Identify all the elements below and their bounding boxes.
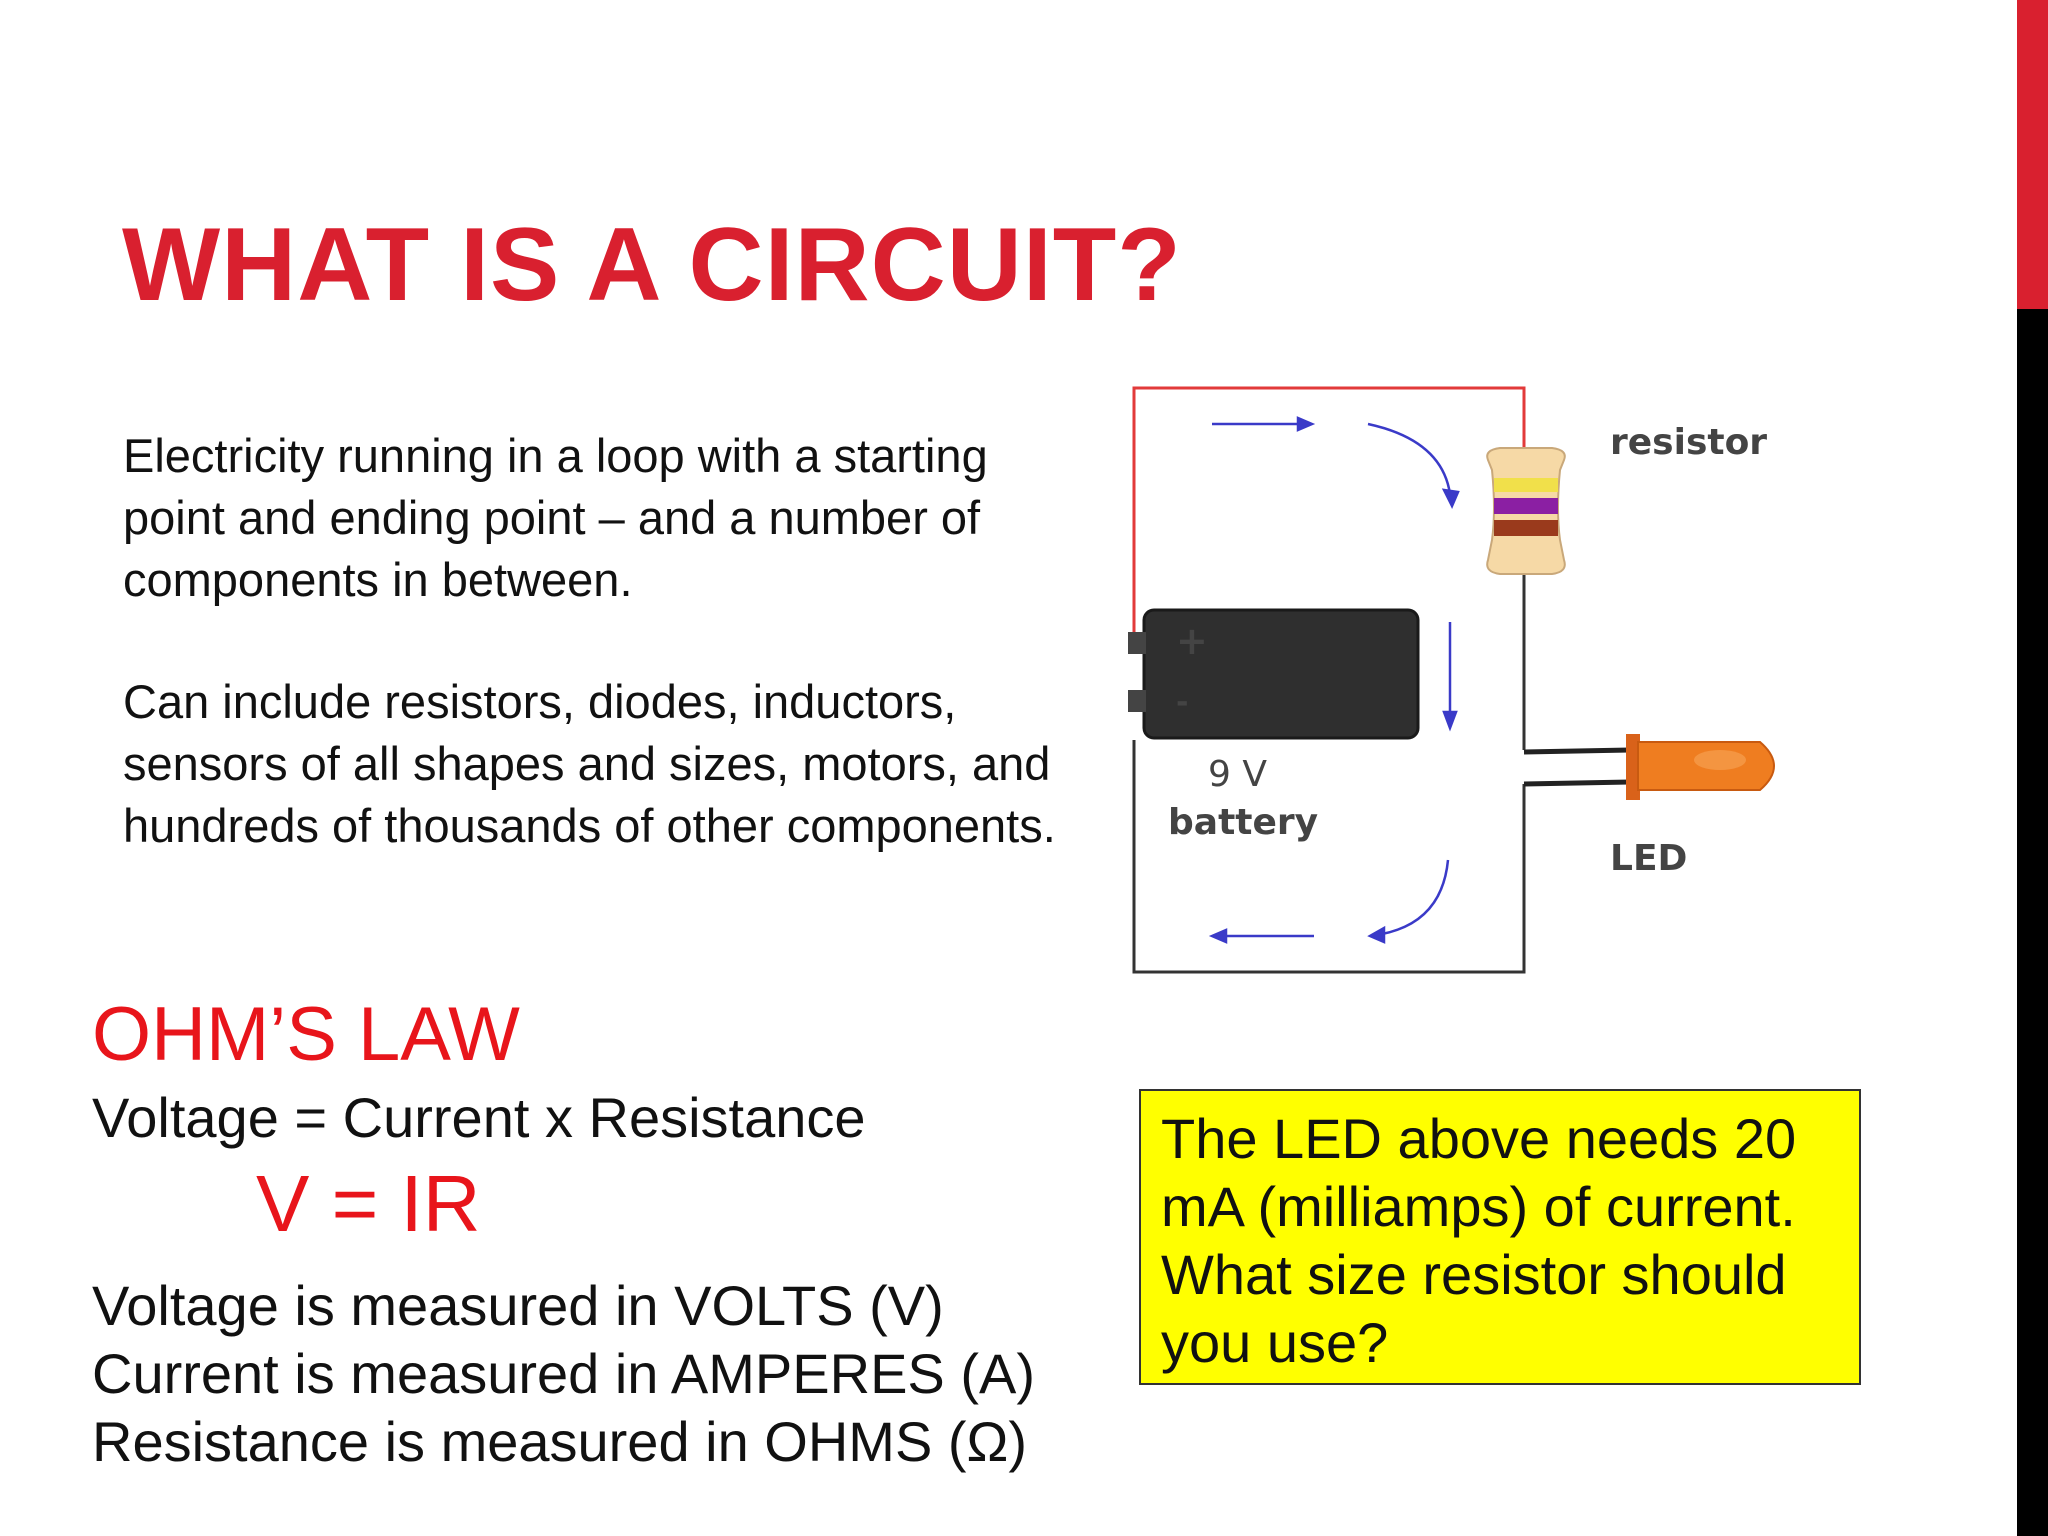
- side-accent-bar-red: [2017, 0, 2048, 309]
- led-lead-2: [1523, 779, 1631, 787]
- side-accent-bar-black: [2017, 309, 2048, 1536]
- arrow-head-icon: [1442, 710, 1458, 732]
- slide-title: WHAT IS A CIRCUIT?: [122, 207, 1182, 323]
- arrow-head-icon: [1367, 925, 1386, 944]
- ohms-law-heading: OHM’S LAW: [92, 992, 520, 1077]
- arrow-head-icon: [1441, 488, 1460, 509]
- led-icon: [1626, 734, 1775, 800]
- ohms-law-formula: V = IR: [256, 1159, 481, 1248]
- arrow-head-icon: [1208, 928, 1228, 944]
- arrow-icon: [1381, 859, 1450, 936]
- question-callout: The LED above needs 20 mA (milliamps) of…: [1139, 1089, 1861, 1385]
- led-label: LED: [1610, 838, 1687, 879]
- circuit-definition-paragraph: Electricity running in a loop with a sta…: [123, 429, 988, 606]
- battery-plus-label: +: [1176, 619, 1208, 663]
- red-wire: [1132, 386, 1526, 640]
- battery-label: battery: [1168, 802, 1318, 843]
- circuit-components-paragraph: Can include resistors, diodes, inductors…: [123, 675, 1056, 852]
- battery-minus-label: -: [1176, 685, 1188, 720]
- units-list: Voltage is measured in VOLTS (V) Current…: [92, 1272, 1035, 1476]
- black-wire: [1132, 740, 1526, 974]
- arrow-head-icon: [1296, 416, 1316, 432]
- circuit-diagram: + - resistor 9 V battery LED: [1120, 370, 1800, 990]
- units-current: Current is measured in AMPERES (A): [92, 1342, 1035, 1405]
- units-voltage: Voltage is measured in VOLTS (V): [92, 1274, 944, 1337]
- resistor-label: resistor: [1610, 422, 1767, 463]
- ohms-law-definition: Voltage = Current x Resistance: [92, 1086, 866, 1149]
- circuit-diagram-svg: + - resistor 9 V battery LED: [1128, 386, 1775, 974]
- battery-voltage-label: 9 V: [1208, 754, 1267, 795]
- arrow-icon: [1367, 422, 1452, 495]
- current-arrows: [1208, 416, 1460, 944]
- resistor-icon: [1486, 447, 1566, 575]
- units-resistance: Resistance is measured in OHMS (Ω): [92, 1410, 1028, 1473]
- battery-icon: + -: [1128, 608, 1420, 740]
- led-lead-1: [1523, 747, 1631, 755]
